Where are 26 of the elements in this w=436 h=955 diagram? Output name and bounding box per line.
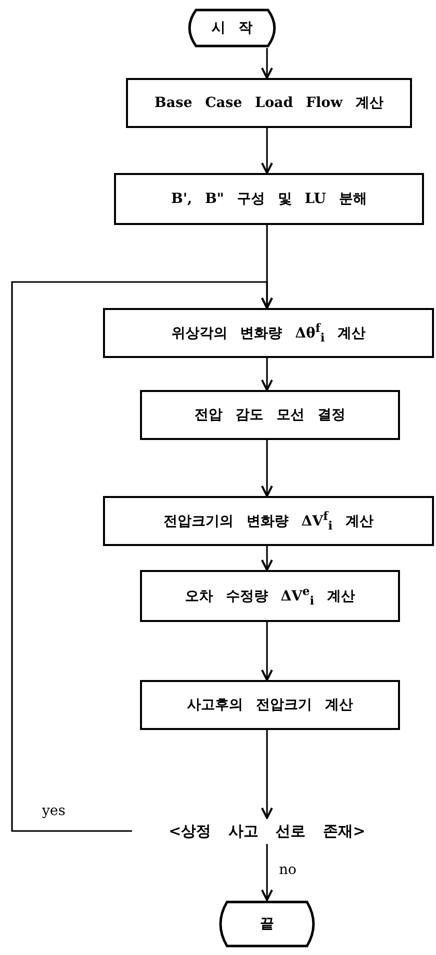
node-label: B', B" 구성 및 LU 분해 <box>171 190 367 208</box>
node-label: 시 작 <box>212 19 252 37</box>
arrow <box>261 844 273 901</box>
process-box <box>103 308 434 358</box>
process-box <box>103 496 434 546</box>
process-box <box>140 570 400 622</box>
process-box <box>126 78 412 128</box>
process-box <box>140 390 400 440</box>
node-label: 사고후의 전압크기 계산 <box>187 696 353 714</box>
process-box <box>140 680 400 730</box>
node-label: Base Case Load Flow 계산 <box>154 94 384 112</box>
node-label: 끝 <box>260 915 274 933</box>
process-box <box>114 173 424 225</box>
node-label: 전압크기의 변화량 ΔV$^{f}$$_{i}$ 계산 <box>164 509 374 533</box>
node-label: <상정 사고 선로 존재> <box>168 822 366 840</box>
node-label: 위상각의 변화량 Δθ$^{f}$$_{i}$ 계산 <box>171 321 366 345</box>
arrow <box>261 622 273 681</box>
arrow <box>261 546 273 571</box>
arrow <box>261 440 273 497</box>
arrow <box>261 358 273 391</box>
node-label: 오차 수정량 ΔV$^{e}$$_{i}$ 계산 <box>184 584 356 608</box>
arrow <box>261 730 273 819</box>
arrow <box>261 48 273 79</box>
arrow <box>11 281 273 832</box>
node-label: 전압 감도 모선 결정 <box>194 406 346 424</box>
arrow <box>261 128 273 174</box>
